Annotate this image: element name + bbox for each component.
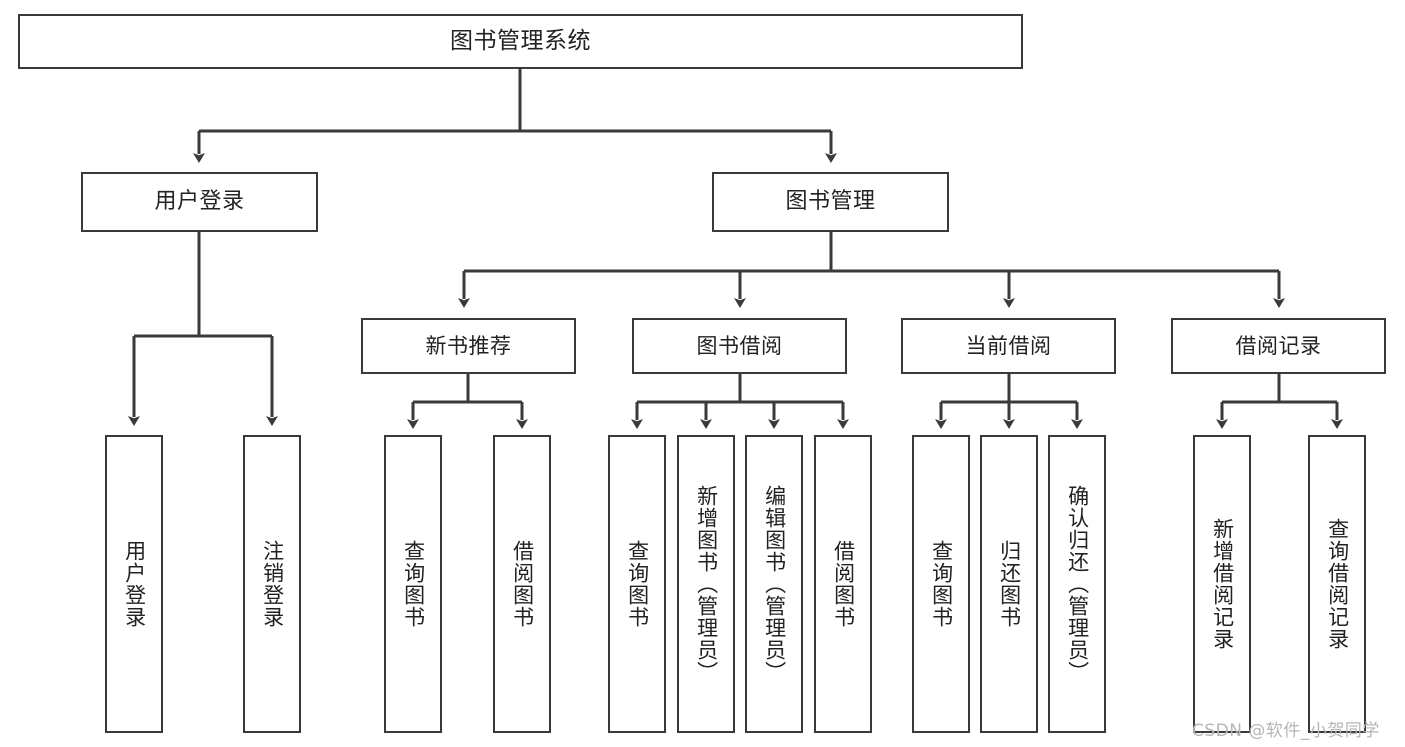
node-leaf-borrow-book-2[interactable]: 借阅图书: [814, 435, 872, 733]
node-leaf-borrow-book-1-label: 借阅图书: [510, 540, 535, 628]
node-user-login[interactable]: 用户登录: [81, 172, 318, 232]
node-leaf-return-book-label: 归还图书: [997, 540, 1022, 628]
node-leaf-borrow-book-1[interactable]: 借阅图书: [493, 435, 551, 733]
node-borrow-record[interactable]: 借阅记录: [1171, 318, 1386, 374]
node-book-borrow-label: 图书借阅: [696, 333, 783, 358]
node-borrow-record-label: 借阅记录: [1235, 333, 1322, 358]
node-leaf-add-record[interactable]: 新增借阅记录: [1193, 435, 1251, 733]
node-leaf-query-record-label: 查询借阅记录: [1325, 518, 1350, 650]
node-leaf-query-record[interactable]: 查询借阅记录: [1308, 435, 1366, 733]
node-leaf-query-book-2[interactable]: 查询图书: [608, 435, 666, 733]
node-leaf-query-book-1-label: 查询图书: [401, 540, 426, 628]
node-leaf-user-logout[interactable]: 注销登录: [243, 435, 301, 733]
node-user-login-label: 用户登录: [154, 189, 245, 215]
node-new-book-recommend[interactable]: 新书推荐: [361, 318, 576, 374]
node-leaf-add-book-label: 新增图书（管理员）: [694, 485, 719, 683]
node-current-borrow[interactable]: 当前借阅: [901, 318, 1116, 374]
node-leaf-query-book-3[interactable]: 查询图书: [912, 435, 970, 733]
node-leaf-query-book-1[interactable]: 查询图书: [384, 435, 442, 733]
node-leaf-add-book[interactable]: 新增图书（管理员）: [677, 435, 735, 733]
node-leaf-confirm-return-label: 确认归还（管理员）: [1065, 485, 1090, 683]
node-book-management-label: 图书管理: [785, 189, 876, 215]
node-leaf-confirm-return[interactable]: 确认归还（管理员）: [1048, 435, 1106, 733]
node-leaf-user-login[interactable]: 用户登录: [105, 435, 163, 733]
node-book-borrow[interactable]: 图书借阅: [632, 318, 847, 374]
csdn-watermark: CSDN @软件_小贺同学: [1192, 721, 1380, 741]
node-leaf-edit-book-label: 编辑图书（管理员）: [762, 485, 787, 683]
node-book-management[interactable]: 图书管理: [712, 172, 949, 232]
node-leaf-query-book-3-label: 查询图书: [929, 540, 954, 628]
node-leaf-return-book[interactable]: 归还图书: [980, 435, 1038, 733]
node-leaf-add-record-label: 新增借阅记录: [1210, 518, 1235, 650]
node-leaf-borrow-book-2-label: 借阅图书: [831, 540, 856, 628]
node-leaf-user-login-label: 用户登录: [122, 540, 147, 628]
node-leaf-edit-book[interactable]: 编辑图书（管理员）: [745, 435, 803, 733]
node-leaf-query-book-2-label: 查询图书: [625, 540, 650, 628]
node-root-label: 图书管理系统: [450, 27, 591, 54]
node-leaf-user-logout-label: 注销登录: [260, 540, 285, 628]
node-root[interactable]: 图书管理系统: [18, 14, 1023, 69]
node-current-borrow-label: 当前借阅: [965, 333, 1052, 358]
node-new-book-recommend-label: 新书推荐: [425, 333, 512, 358]
